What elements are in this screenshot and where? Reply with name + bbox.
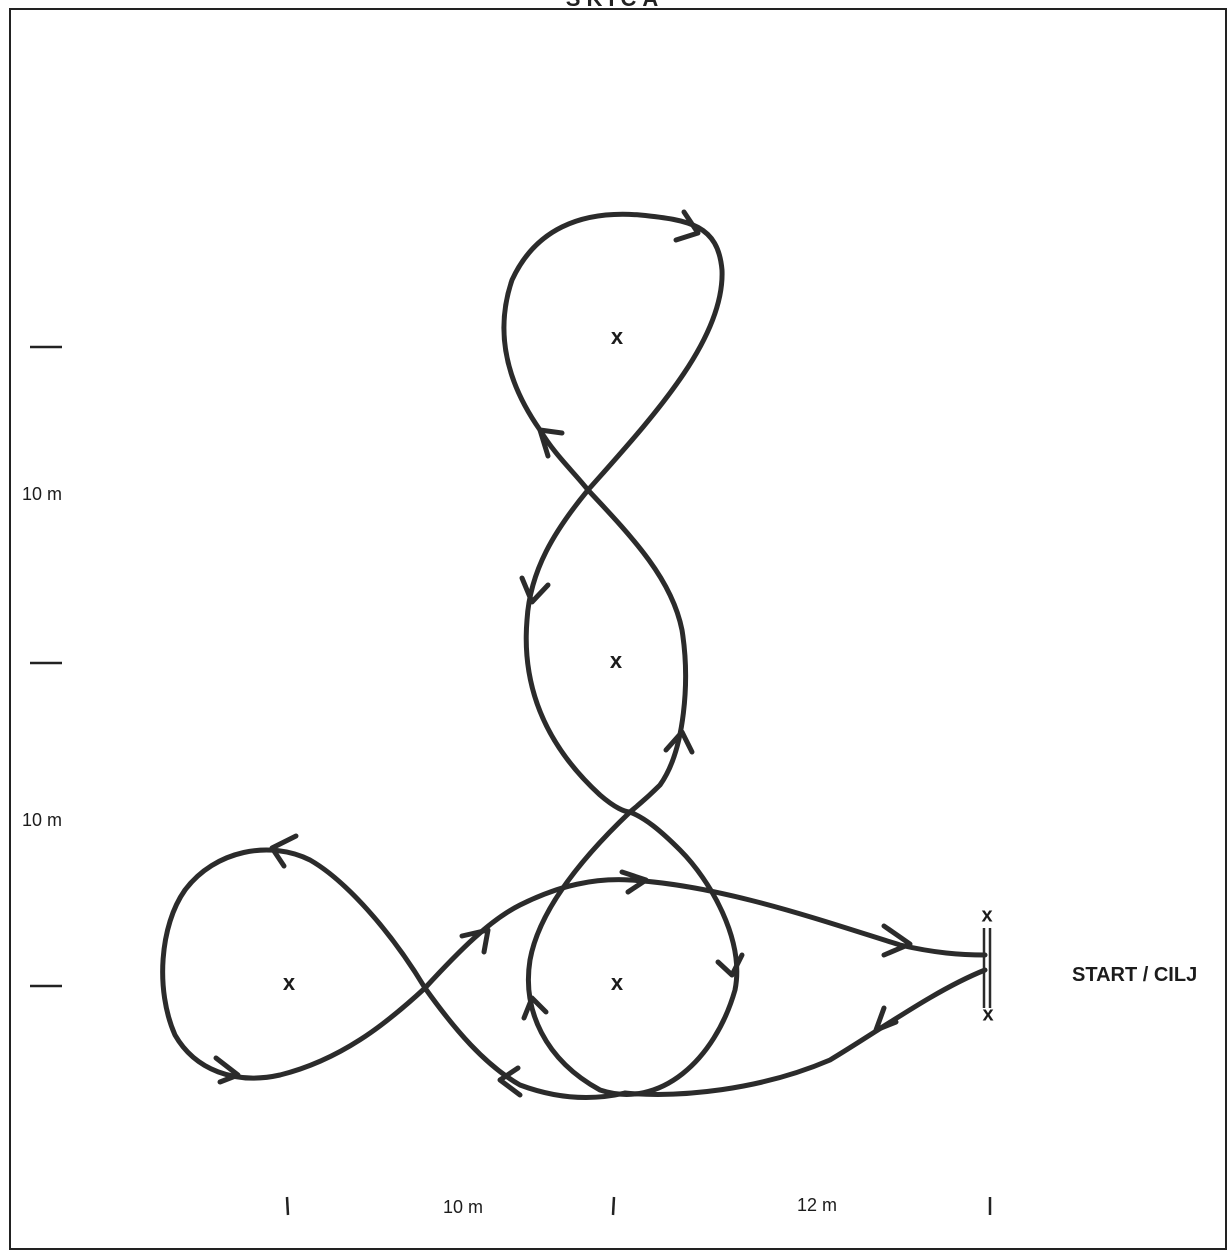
start-finish-label: START / CILJ bbox=[1072, 964, 1198, 986]
arrow-to-finish bbox=[881, 923, 913, 958]
cone-mark-top: x bbox=[610, 324, 624, 349]
arrow-left-top bbox=[269, 833, 299, 869]
arrow-top-left bbox=[537, 427, 565, 459]
cone-mark-bottom-left: x bbox=[282, 970, 296, 995]
scale-tick-bottom-1 bbox=[285, 1196, 290, 1216]
distance-label-vertical-upper: 10 m bbox=[22, 484, 63, 504]
cone-mark-middle: x bbox=[609, 648, 623, 673]
gate-mark-top: x bbox=[981, 904, 993, 927]
gate-mark-bottom: x bbox=[982, 1003, 994, 1026]
arrow-center-right bbox=[715, 952, 745, 978]
path-middle-right bbox=[585, 487, 688, 815]
cone-mark-bottom-center: x bbox=[610, 970, 624, 995]
distance-label-horizontal-right: 12 m bbox=[797, 1195, 838, 1215]
path-left-loop bbox=[160, 847, 428, 1081]
path-center-bottom-loop bbox=[526, 809, 740, 1097]
scale-tick-bottom-2 bbox=[611, 1196, 616, 1216]
path-middle-left bbox=[523, 487, 633, 815]
course-frame bbox=[9, 8, 1227, 1250]
arrow-center-left bbox=[521, 995, 549, 1021]
arrow-middle-left bbox=[519, 575, 551, 605]
arrow-from-start bbox=[873, 1005, 899, 1033]
diagram-title: SKICA bbox=[0, 0, 1230, 12]
arrow-left-crossing bbox=[459, 927, 491, 955]
distance-label-vertical-lower: 10 m bbox=[22, 810, 63, 830]
arrow-upper-center bbox=[619, 869, 649, 895]
arrow-top-right bbox=[673, 209, 701, 243]
path-to-finish bbox=[627, 877, 988, 958]
path-from-start bbox=[622, 967, 988, 1097]
distance-label-horizontal-left: 10 m bbox=[443, 1197, 484, 1217]
arrow-left-bottom bbox=[213, 1055, 241, 1085]
arrow-bottom-left bbox=[497, 1065, 523, 1098]
path-left-to-bottom bbox=[422, 985, 628, 1100]
arrow-middle-right bbox=[663, 729, 695, 755]
path-left-to-upper bbox=[422, 877, 633, 991]
path-top-loop bbox=[501, 211, 725, 493]
